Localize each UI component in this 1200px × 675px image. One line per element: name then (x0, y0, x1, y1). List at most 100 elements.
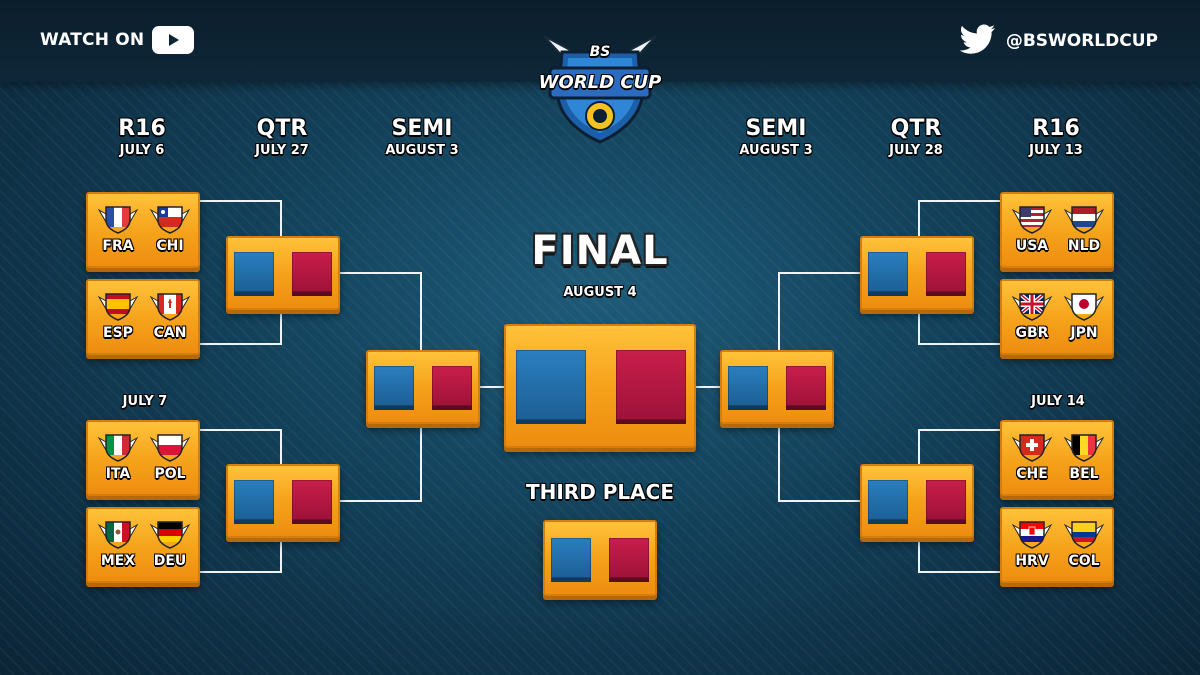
team-code: FRA (102, 238, 134, 254)
team-code: MEX (100, 553, 136, 569)
red-slot (786, 366, 826, 406)
red-slot (616, 350, 686, 420)
team: NLD (1060, 202, 1108, 254)
red-slot (609, 538, 649, 578)
red-slot (292, 480, 332, 520)
blue-slot (868, 480, 908, 520)
semi-match-right[interactable] (720, 350, 834, 424)
r16-match-card[interactable]: FRA CHI (86, 192, 200, 268)
r16-match-card[interactable]: MEX DEU (86, 507, 200, 583)
sub-date-right: JULY 14 (1031, 394, 1085, 409)
team-code: HRV (1015, 553, 1049, 569)
logo-bottom-text: WORLD CUP (538, 72, 662, 93)
germany-flag-icon (146, 517, 194, 551)
blue-slot (234, 480, 274, 520)
round-label: QTR (890, 116, 942, 141)
france-flag-icon (94, 202, 142, 236)
watch-label: WATCH ON (40, 30, 145, 50)
canada-flag-icon (146, 289, 194, 323)
r16-match-card[interactable]: GBR JPN (1000, 279, 1114, 355)
round-label: SEMI (391, 116, 453, 141)
r16-match-card[interactable]: HRV COL (1000, 507, 1114, 583)
team-code: ITA (105, 466, 131, 482)
team: JPN (1060, 289, 1108, 341)
team: HRV (1008, 517, 1056, 569)
team: USA (1008, 202, 1056, 254)
red-slot (292, 252, 332, 292)
team-code: NLD (1067, 238, 1101, 254)
team: FRA (94, 202, 142, 254)
logo-top-text: BS (589, 44, 611, 60)
blue-slot (516, 350, 586, 420)
team-code: POL (154, 466, 186, 482)
team-code: USA (1015, 238, 1049, 254)
team-code: BEL (1069, 466, 1099, 482)
uk-flag-icon (1008, 289, 1056, 323)
spain-flag-icon (94, 289, 142, 323)
red-slot (926, 252, 966, 292)
team-code: ESP (103, 325, 133, 341)
round-date: AUGUST 3 (385, 143, 459, 158)
red-slot (432, 366, 472, 406)
team-code: GBR (1015, 325, 1049, 341)
blue-slot (868, 252, 908, 292)
usa-flag-icon (1008, 202, 1056, 236)
blue-slot (551, 538, 591, 578)
qtr-match-right-bottom[interactable] (860, 464, 974, 538)
team: CAN (146, 289, 194, 341)
team-code: CHI (156, 238, 184, 254)
twitter-link[interactable]: @BSWORLDCUP (958, 24, 1158, 58)
round-date: AUGUST 3 (739, 143, 813, 158)
final-match[interactable] (504, 324, 696, 448)
team: ITA (94, 430, 142, 482)
round-date: JULY 28 (889, 143, 943, 158)
final-title: FINAL (531, 228, 669, 274)
switzerland-flag-icon (1008, 430, 1056, 464)
round-header-right-qtr: QTR JULY 28 (846, 116, 986, 158)
belgium-flag-icon (1060, 430, 1108, 464)
r16-match-card[interactable]: ITA POL (86, 420, 200, 496)
red-slot (926, 480, 966, 520)
round-header-left-qtr: QTR JULY 27 (212, 116, 352, 158)
bs-world-cup-logo: BS WORLD CUP (538, 30, 662, 145)
watch-on-youtube-link[interactable]: WATCH ON (40, 26, 195, 54)
round-date: JULY 27 (255, 143, 309, 158)
round-header-left-semi: SEMI AUGUST 3 (352, 116, 492, 158)
qtr-match-right-top[interactable] (860, 236, 974, 310)
third-place-match[interactable] (543, 520, 657, 596)
qtr-match-left-bottom[interactable] (226, 464, 340, 538)
team: CHI (146, 202, 194, 254)
croatia-flag-icon (1008, 517, 1056, 551)
colombia-flag-icon (1060, 517, 1108, 551)
round-date: JULY 13 (1029, 143, 1083, 158)
round-label: QTR (256, 116, 308, 141)
team: DEU (146, 517, 194, 569)
italy-flag-icon (94, 430, 142, 464)
team-code: CHE (1016, 466, 1048, 482)
round-label: SEMI (745, 116, 807, 141)
team: POL (146, 430, 194, 482)
blue-slot (728, 366, 768, 406)
round-header-right-semi: SEMI AUGUST 3 (706, 116, 846, 158)
japan-flag-icon (1060, 289, 1108, 323)
poland-flag-icon (146, 430, 194, 464)
r16-match-card[interactable]: CHE BEL (1000, 420, 1114, 496)
team: COL (1060, 517, 1108, 569)
team: GBR (1008, 289, 1056, 341)
twitter-bird-icon (958, 24, 996, 58)
semi-match-left[interactable] (366, 350, 480, 424)
round-header-left-r16: R16 JULY 6 (72, 116, 212, 158)
blue-slot (374, 366, 414, 406)
sub-date-left: JULY 7 (122, 394, 168, 409)
third-place-title: THIRD PLACE (525, 480, 674, 504)
team-code: JPN (1070, 325, 1098, 341)
r16-match-card[interactable]: USA NLD (1000, 192, 1114, 268)
twitter-handle: @BSWORLDCUP (1005, 31, 1158, 51)
team: CHE (1008, 430, 1056, 482)
team: ESP (94, 289, 142, 341)
team-code: COL (1068, 553, 1100, 569)
r16-match-card[interactable]: ESP CAN (86, 279, 200, 355)
blue-slot (234, 252, 274, 292)
youtube-icon (152, 26, 195, 54)
qtr-match-left-top[interactable] (226, 236, 340, 310)
